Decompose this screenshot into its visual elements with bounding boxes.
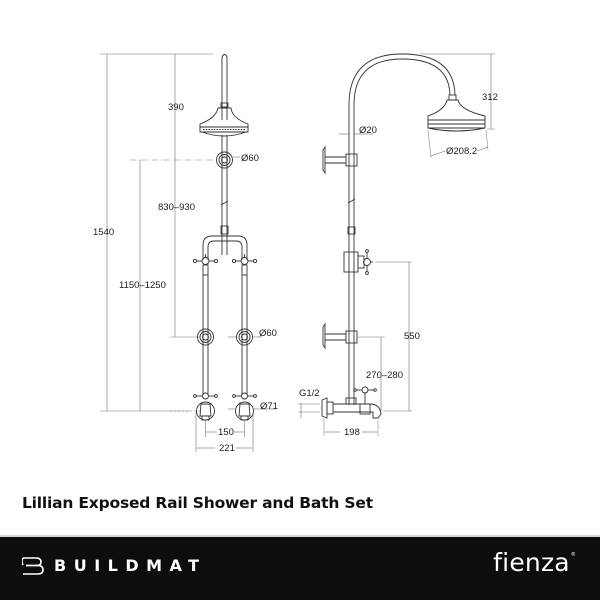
- buildmat-wordmark: BUILDMAT: [54, 556, 207, 575]
- dim-head-dia: Ø208.2: [446, 146, 477, 157]
- dim-lower-bracket-dia: Ø60: [259, 328, 277, 339]
- dim-diverter-height: 550: [404, 331, 420, 342]
- dim-valve-flange-dia: Ø71: [260, 401, 278, 412]
- dim-upper-bracket-dia: Ø60: [241, 153, 259, 164]
- dim-rail-dia: Ø20: [359, 125, 377, 136]
- side-view: [298, 53, 495, 436]
- dim-bracket-height-range: 270–280: [366, 370, 403, 381]
- buildmat-b-icon: [22, 556, 44, 575]
- dim-head-drop-front: 390: [168, 102, 184, 113]
- dim-valve-centres: 150: [218, 427, 234, 438]
- buildmat-logo: BUILDMAT: [22, 556, 207, 575]
- dim-head-drop-side: 312: [482, 92, 498, 103]
- product-title: Lillian Exposed Rail Shower and Bath Set: [22, 494, 373, 512]
- front-view: [100, 53, 276, 452]
- dim-projection: 198: [344, 427, 360, 438]
- fienza-logo: fienza®: [493, 548, 576, 577]
- dim-overall-width: 221: [219, 443, 235, 454]
- footer-bar: BUILDMAT fienza®: [0, 535, 600, 600]
- registered-mark: ®: [570, 552, 576, 558]
- dim-inlet-thread: G1/2: [299, 388, 320, 399]
- technical-drawing: 390 Ø60 830–930 1540 1150–1250 Ø60 Ø71 1…: [93, 53, 498, 454]
- dim-rail-bracket-range: 830–930: [158, 202, 195, 213]
- fienza-wordmark: fienza: [493, 548, 570, 577]
- dim-mixer-height-range: 1150–1250: [119, 280, 166, 291]
- dim-overall-height: 1540: [93, 227, 114, 238]
